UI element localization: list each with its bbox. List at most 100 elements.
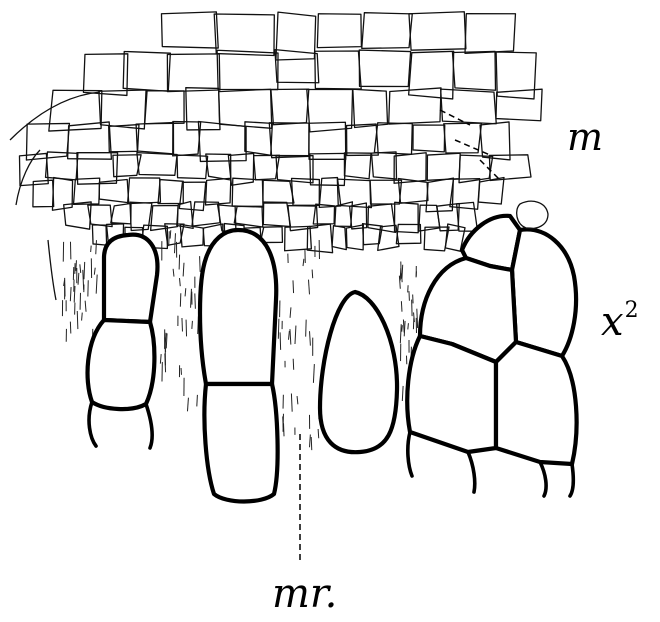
hatch-stroke <box>191 320 193 329</box>
meristem-cell <box>361 223 383 246</box>
meristem-cell <box>352 88 389 129</box>
meristem-cell <box>336 178 373 209</box>
thick-cell <box>509 227 579 359</box>
meristem-edge <box>15 149 41 206</box>
left-cell-column <box>85 232 160 450</box>
meristem-cell <box>268 122 310 159</box>
meristem-cell <box>449 177 481 210</box>
meristem-cell <box>397 177 429 204</box>
meristem-cell <box>216 204 237 233</box>
meristem-cell <box>227 152 255 186</box>
meristem-cell <box>213 13 275 57</box>
meristem-cell <box>393 152 427 184</box>
hatch-stroke <box>399 324 402 344</box>
hatch-stroke <box>90 245 92 253</box>
meristem-cell <box>25 122 71 161</box>
meristem-cell <box>270 88 310 126</box>
hatch-stroke <box>309 331 311 346</box>
meristem-cell <box>407 50 455 100</box>
meristem-cell <box>358 49 412 88</box>
hatch-stroke <box>182 262 185 277</box>
meristem-cell <box>135 121 175 155</box>
meristem-cell <box>66 121 113 160</box>
hatch-stroke <box>174 233 176 254</box>
thick-cell <box>197 227 279 387</box>
hatch-stroke <box>288 330 290 340</box>
meristem-cell <box>423 226 450 252</box>
hatch-stroke <box>190 288 192 308</box>
meristem-cell <box>370 151 398 180</box>
hatch-stroke <box>413 312 415 323</box>
meristem-cell <box>309 152 347 187</box>
meristem-cell <box>44 151 79 181</box>
meristem-cell <box>176 154 209 180</box>
hatch-stroke <box>194 293 196 309</box>
hatch-stroke <box>69 287 72 302</box>
meristem-cell <box>122 50 171 92</box>
cell-wall-stub <box>406 430 576 498</box>
meristem-cell <box>197 120 247 163</box>
meristem-cell <box>343 152 372 180</box>
cell-wall-stub <box>87 400 154 450</box>
hatch-stroke <box>310 436 313 451</box>
hatch-stroke <box>309 434 311 448</box>
hatch-stroke <box>168 231 170 247</box>
meristem-cell <box>408 11 467 51</box>
meristem-cell <box>426 152 461 181</box>
meristem-edge <box>47 239 57 301</box>
meristem-cell <box>32 179 55 208</box>
meristem-cell <box>179 223 205 248</box>
hatch-stroke <box>79 264 82 273</box>
label-m: m <box>567 115 604 159</box>
meristem-cell <box>458 154 494 184</box>
hatch-stroke <box>401 325 403 332</box>
hatch-stroke <box>279 332 282 350</box>
fibrous-tissue-hatching <box>61 230 419 451</box>
meristem-cell <box>172 120 202 157</box>
meristem-cell <box>444 223 466 252</box>
hatch-stroke <box>199 256 201 272</box>
meristem-cell <box>443 122 483 154</box>
hatch-stroke <box>317 428 320 439</box>
hatch-stroke <box>165 333 168 349</box>
hatch-stroke <box>416 308 419 328</box>
meristem-cell <box>204 177 232 206</box>
meristem-cell <box>275 154 314 184</box>
hatch-stroke <box>196 394 198 407</box>
hatch-stroke <box>93 267 96 275</box>
meristem-cell <box>108 123 140 153</box>
hatch-stroke <box>81 312 83 321</box>
hatch-stroke <box>398 275 401 289</box>
meristem-cell <box>477 176 505 205</box>
hatch-stroke <box>184 288 187 297</box>
meristem-cell <box>262 201 292 228</box>
hatch-stroke <box>77 272 80 285</box>
meristem-edge <box>9 91 101 141</box>
hatch-stroke <box>186 397 189 412</box>
meristem-cell <box>425 177 455 213</box>
hatch-stroke <box>283 423 285 437</box>
meristem-cell <box>110 202 132 225</box>
meristem-cell <box>185 87 221 131</box>
label-mr: mr. <box>272 571 338 617</box>
meristem-cell <box>261 179 295 204</box>
label-x-sup: 2 <box>624 298 639 323</box>
small-rounded-cell <box>515 200 549 230</box>
hatch-stroke <box>296 396 299 405</box>
hatch-stroke <box>302 258 305 267</box>
meristem-cell <box>361 12 413 50</box>
meristem-cell <box>149 204 179 232</box>
label-x2: x2 <box>601 298 639 343</box>
hatch-stroke <box>76 311 79 330</box>
central-cell-column <box>197 227 280 504</box>
hatch-stroke <box>84 300 87 312</box>
meristem-cell <box>495 88 543 122</box>
hatch-stroke <box>289 307 292 318</box>
meristem-cell <box>98 89 147 130</box>
meristem-cell <box>495 51 537 100</box>
meristem-cell <box>464 13 517 55</box>
hatch-stroke <box>401 264 404 279</box>
hatch-stroke <box>289 329 292 345</box>
meristem-cell <box>157 178 184 205</box>
hatch-stroke <box>403 320 406 337</box>
